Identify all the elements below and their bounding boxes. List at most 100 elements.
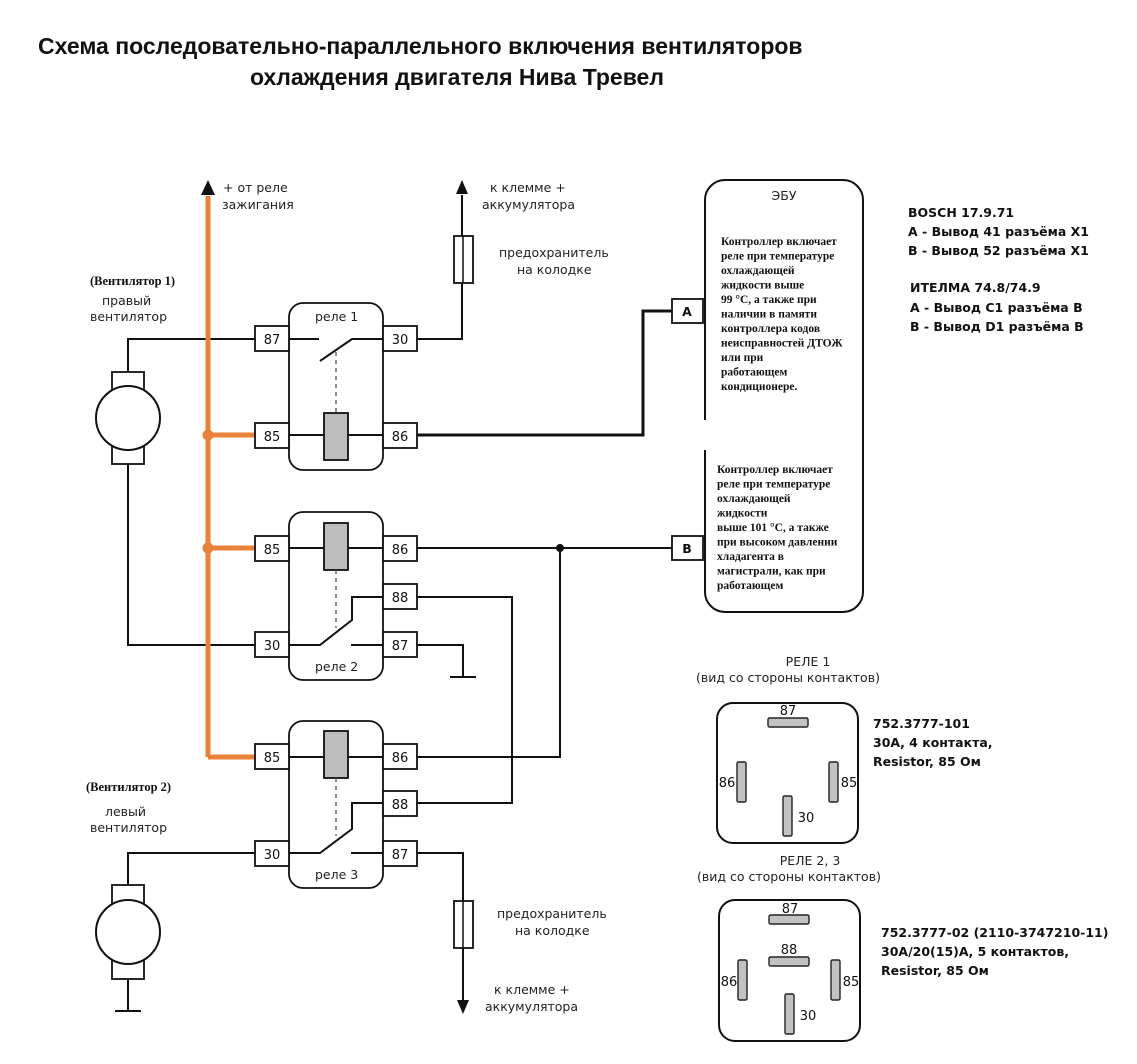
- svg-text:86: 86: [392, 430, 409, 445]
- fan2-label-1: левый: [105, 804, 146, 819]
- title-line-2: охлаждения двигателя Нива Тревел: [250, 64, 664, 90]
- svg-text:РЕЛЕ 2, 3: РЕЛЕ 2, 3: [780, 853, 841, 868]
- fan2-label-2: вентилятор: [90, 820, 167, 835]
- ecu-text-line: Контроллер включает: [721, 236, 837, 248]
- svg-text:РЕЛЕ 1: РЕЛЕ 1: [786, 654, 831, 669]
- wire-relay2-87-ground: [417, 644, 464, 677]
- battery-top-label-1: к клемме +: [490, 180, 566, 195]
- pinout-relay-2-3: РЕЛЕ 2, 3 (вид со стороны контактов) 87 …: [697, 853, 1108, 1042]
- battery-bottom-label-2: аккумулятора: [485, 999, 578, 1014]
- ecu-text-line: магистрали, как при: [717, 566, 826, 578]
- svg-text:30А/20(15)А, 5 контактов,: 30А/20(15)А, 5 контактов,: [881, 944, 1069, 959]
- arrow-up-battery-icon: [456, 180, 468, 194]
- ecu-text-line: хладагента в: [717, 551, 784, 563]
- wire-relay3-30-fan2: [127, 852, 257, 885]
- junction-dot: [556, 544, 564, 552]
- relay-1-name: реле 1: [315, 309, 358, 324]
- svg-text:86: 86: [392, 751, 409, 766]
- svg-text:88: 88: [392, 798, 409, 813]
- svg-text:85: 85: [841, 776, 858, 791]
- relay-3: реле 3 85 30 86 88 87: [254, 720, 418, 889]
- ecu-pin-b: [671, 535, 704, 561]
- svg-text:Resistor, 85 Ом: Resistor, 85 Ом: [881, 963, 989, 978]
- relay-3-pin-86: [382, 743, 418, 770]
- svg-text:85: 85: [264, 430, 281, 445]
- svg-text:86: 86: [392, 543, 409, 558]
- ecu-text-line: при высоком давлении: [717, 537, 838, 549]
- relay-2-name: реле 2: [315, 659, 358, 674]
- relay-1-pin-85: [254, 422, 290, 449]
- fan1-label-1: правый: [102, 293, 151, 308]
- ecu-text-line: Контроллер включает: [717, 464, 833, 476]
- ignition-label-1: + от реле: [223, 180, 288, 195]
- relay-2-pin-30: [254, 631, 290, 658]
- ecu-description-a: Контроллер включает реле при температуре о…: [721, 236, 843, 393]
- svg-text:86: 86: [721, 975, 738, 990]
- svg-text:(вид со стороны контактов): (вид со стороны контактов): [696, 670, 880, 685]
- svg-text:A - Вывод 41 разъёма X1: A - Вывод 41 разъёма X1: [908, 224, 1089, 239]
- relay-3-name: реле 3: [315, 867, 358, 882]
- ecu-text-line: наличии в памяти: [721, 309, 817, 321]
- relay-1-pin-30: [382, 325, 418, 352]
- svg-text:87: 87: [392, 639, 409, 654]
- svg-text:Resistor, 85 Ом: Resistor, 85 Ом: [873, 754, 981, 769]
- relay-1-pin-86: [382, 422, 418, 449]
- ecu-pin-a: [671, 298, 704, 324]
- svg-text:B: B: [682, 541, 692, 556]
- ecu-text-line: охлаждающей: [721, 265, 795, 277]
- svg-text:B - Вывод 52 разъёма X1: B - Вывод 52 разъёма X1: [908, 243, 1089, 258]
- fuse-bottom-label-1: предохранитель: [497, 906, 607, 921]
- ignition-wire: [202, 196, 257, 760]
- ecu-text-line: неисправностей ДТОЖ: [721, 338, 843, 350]
- svg-text:87: 87: [782, 902, 799, 917]
- svg-text:BOSCH 17.9.71: BOSCH 17.9.71: [908, 205, 1014, 220]
- fuse-top-label-1: предохранитель: [499, 245, 609, 260]
- svg-text:88: 88: [392, 591, 409, 606]
- svg-text:30А, 4 контакта,: 30А, 4 контакта,: [873, 735, 993, 750]
- fan1-tag: (Вентилятор 1): [90, 274, 175, 288]
- svg-text:30: 30: [800, 1009, 817, 1024]
- ecu-title: ЭБУ: [772, 188, 797, 203]
- fan-2-motor-icon: [95, 884, 161, 980]
- relay-2-pin-86: [382, 535, 418, 562]
- svg-text:87: 87: [264, 333, 281, 348]
- relay-3-pin-88: [382, 790, 418, 817]
- ecu-variants: BOSCH 17.9.71 A - Вывод 41 разъёма X1 B …: [908, 205, 1089, 334]
- svg-text:30: 30: [264, 639, 281, 654]
- wire-relay3-87-battery: [417, 852, 464, 1000]
- relay-2: реле 2 85 30 86 88 87: [254, 511, 418, 681]
- svg-text:A - Вывод C1 разъёма B: A - Вывод C1 разъёма B: [910, 300, 1083, 315]
- svg-text:86: 86: [719, 776, 736, 791]
- wire-88-88: [417, 596, 513, 804]
- svg-text:87: 87: [780, 704, 797, 719]
- fan1-label-2: вентилятор: [90, 309, 167, 324]
- title-line-1: Схема последовательно-параллельного вклю…: [38, 33, 803, 59]
- svg-text:85: 85: [843, 975, 860, 990]
- ecu-text-line: или при: [721, 352, 764, 364]
- svg-text:30: 30: [264, 848, 281, 863]
- fan2-tag: (Вентилятор 2): [86, 780, 171, 794]
- relay-3-pin-87: [382, 840, 418, 867]
- wire-relay3-86: [417, 548, 561, 758]
- ignition-label-2: зажигания: [222, 197, 294, 212]
- svg-text:B - Вывод D1 разъёма B: B - Вывод D1 разъёма B: [910, 319, 1084, 334]
- wires: [115, 195, 672, 1012]
- svg-text:(вид со стороны контактов): (вид со стороны контактов): [697, 869, 881, 884]
- ecu-text-line: реле при температуре: [721, 251, 834, 263]
- fuse-bottom-label-2: на колодке: [515, 923, 590, 938]
- relay-2-pin-88: [382, 583, 418, 610]
- arrow-up-ignition-icon: [201, 180, 215, 195]
- ecu-text-line: реле при температуре: [717, 479, 830, 491]
- battery-bottom-label-1: к клемме +: [494, 982, 570, 997]
- svg-text:88: 88: [781, 943, 798, 958]
- ecu-text-line: кондиционере.: [721, 381, 798, 393]
- pinout-relay-1: РЕЛЕ 1 (вид со стороны контактов) 87 86 …: [696, 654, 993, 844]
- svg-text:ИТЕЛМА 74.8/74.9: ИТЕЛМА 74.8/74.9: [910, 280, 1041, 295]
- ecu-text-line: контроллера кодов: [721, 323, 820, 335]
- svg-text:87: 87: [392, 848, 409, 863]
- ecu-text-line: жидкости выше: [721, 280, 804, 292]
- ecu-text-line: работающем: [721, 367, 787, 379]
